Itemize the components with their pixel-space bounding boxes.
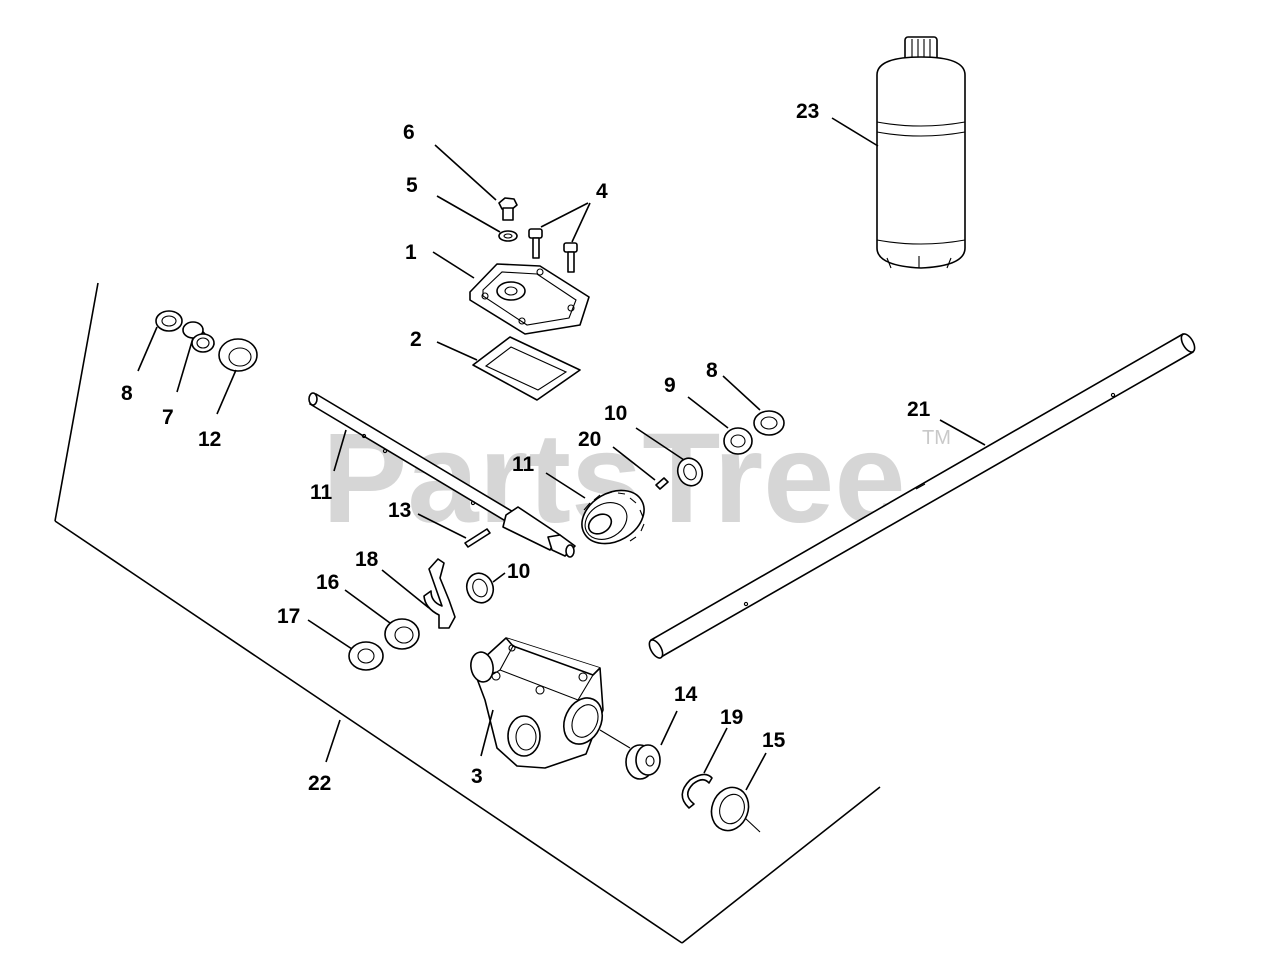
label-23: 23 — [796, 100, 819, 123]
label-6: 6 — [403, 121, 415, 144]
part-21-drive-shaft — [648, 333, 1196, 659]
label-5: 5 — [406, 174, 418, 197]
label-10-upper: 10 — [604, 402, 627, 425]
part-10-washer-lower — [465, 572, 495, 604]
part-12-bearing-left — [218, 338, 258, 372]
label-9: 9 — [664, 374, 676, 397]
label-16: 16 — [316, 571, 339, 594]
label-3: 3 — [471, 765, 483, 788]
part-13-pin — [464, 528, 491, 548]
label-1: 1 — [405, 241, 417, 264]
part-3-gear-case — [470, 637, 631, 769]
part-1-cover — [469, 263, 590, 335]
part-16-bearing — [384, 618, 420, 650]
label-8-left: 8 — [121, 382, 133, 405]
label-19: 19 — [720, 706, 743, 729]
label-7: 7 — [162, 406, 174, 429]
label-20: 20 — [578, 428, 601, 451]
label-22: 22 — [308, 772, 331, 795]
label-15: 15 — [762, 729, 786, 752]
leader-lines — [137, 117, 986, 791]
label-21: 21 — [907, 398, 931, 421]
part-4-bolts — [528, 228, 578, 273]
callout-labels: 6 5 4 1 2 8 7 12 11 11 10 20 9 8 21 13 1… — [121, 100, 931, 795]
part-8-seal-right — [753, 410, 785, 436]
label-2: 2 — [410, 328, 422, 351]
part-11-gear — [581, 489, 645, 545]
part-9-bearing-right — [723, 427, 753, 455]
label-13: 13 — [388, 499, 411, 522]
label-11-gear: 11 — [512, 453, 535, 476]
part-8-seal-left — [155, 310, 183, 332]
label-8-right: 8 — [706, 359, 718, 382]
part-22-frame-outline — [54, 282, 881, 944]
part-10-washer-upper — [676, 457, 704, 487]
part-11-shaft — [308, 392, 576, 558]
label-11-shaft: 11 — [310, 481, 333, 504]
part-7-bushing — [182, 321, 215, 353]
label-17: 17 — [277, 605, 300, 628]
part-2-gasket — [472, 336, 581, 401]
label-10-lower: 10 — [507, 560, 530, 583]
part-23-bottle — [876, 36, 966, 269]
part-14-bushing — [625, 744, 661, 780]
watermark-trademark: TM — [922, 427, 951, 449]
part-6-plug-bolt — [498, 197, 518, 221]
part-17-seal — [348, 641, 384, 671]
label-4: 4 — [596, 180, 608, 203]
part-20-key — [655, 477, 669, 490]
part-15-seal — [710, 786, 761, 833]
part-19-snap-ring — [681, 773, 713, 809]
label-18: 18 — [355, 548, 379, 571]
part-5-washer — [498, 230, 518, 242]
label-12: 12 — [198, 428, 221, 451]
label-14: 14 — [674, 683, 698, 706]
part-18-fork — [423, 558, 456, 629]
